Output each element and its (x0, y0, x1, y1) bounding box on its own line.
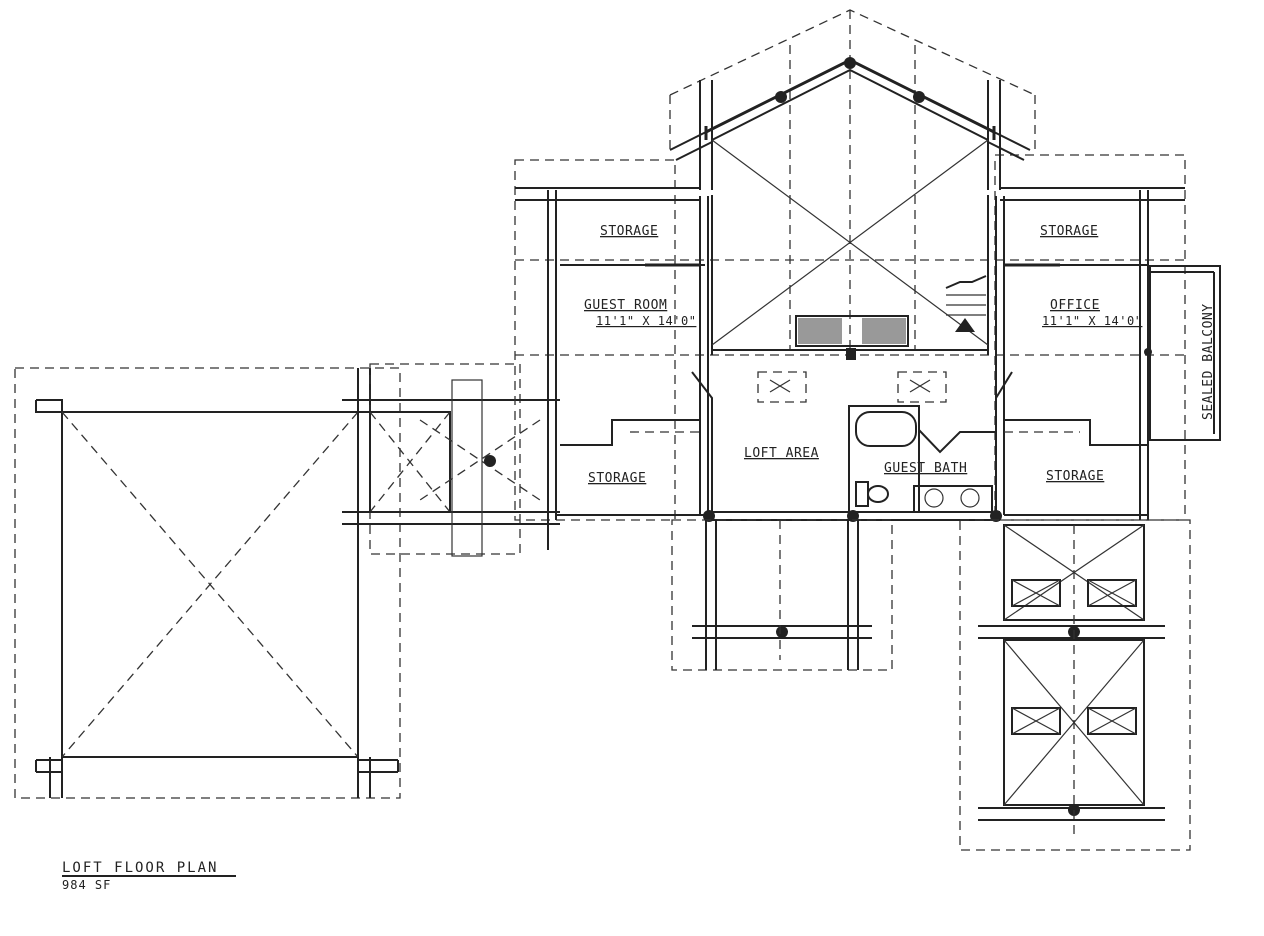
plan-area: 984 SF (62, 878, 111, 892)
gable-wall (669, 57, 1031, 190)
sealed-balcony-label: SEALED BALCONY (1201, 303, 1216, 420)
open-to-below (711, 139, 989, 360)
plan-title: LOFT FLOOR PLAN (62, 860, 218, 876)
south-porch-center (671, 519, 893, 671)
room-labels: STORAGE GUEST ROOM 11'1" X 14'0" STORAGE… (584, 224, 1216, 486)
south-porch-east (959, 519, 1191, 851)
storage-sw-label: STORAGE (588, 471, 646, 486)
office-label: OFFICE (1050, 298, 1100, 313)
guest-room-label: GUEST ROOM (584, 298, 667, 313)
storage-nw-label: STORAGE (600, 224, 658, 239)
storage-se-label: STORAGE (1046, 469, 1104, 484)
loft-area-walls (691, 371, 1013, 522)
storage-ne-label: STORAGE (1040, 224, 1098, 239)
west-wing-walls (515, 187, 709, 550)
loft-area-label: LOFT AREA (744, 446, 819, 461)
plan-title-block: LOFT FLOOR PLAN 984 SF (62, 860, 236, 892)
office-dimensions: 11'1" X 14'0" (1042, 314, 1142, 328)
guest-bath (848, 405, 996, 513)
connector-block (342, 363, 560, 557)
east-wing-walls (995, 187, 1221, 520)
stair (945, 275, 987, 332)
guest-room-dimensions: 11'1" X 14'0" (596, 314, 696, 328)
guest-bath-label: GUEST BATH (884, 461, 967, 476)
left-open-to-below-block (14, 367, 401, 799)
